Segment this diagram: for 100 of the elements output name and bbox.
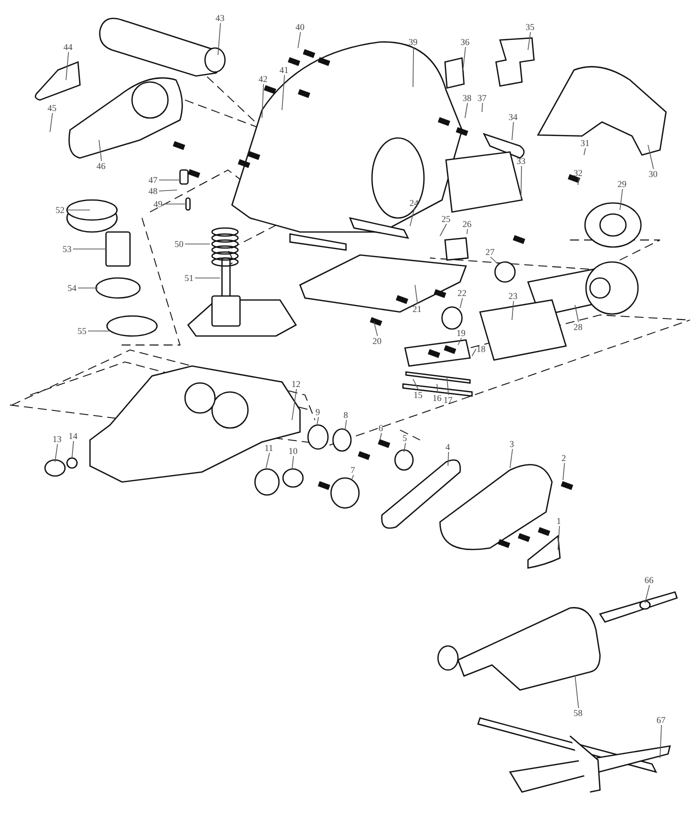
- leader-line: [574, 674, 579, 708]
- callout-number: 34: [508, 112, 518, 122]
- callout-number: 2: [560, 453, 567, 463]
- leader-line: [292, 456, 294, 470]
- leader-line: [512, 122, 514, 140]
- callout-number: 42: [258, 74, 268, 84]
- leader-line: [520, 166, 522, 198]
- leader-line: [380, 432, 382, 440]
- callout-number: 19: [456, 328, 466, 338]
- leader-line: [374, 322, 378, 336]
- callout-number: 25: [440, 214, 452, 224]
- callout-number: 22: [456, 288, 468, 298]
- leader-line: [66, 52, 69, 80]
- callout-number: 15: [412, 390, 424, 400]
- callout-number: 14: [68, 431, 78, 441]
- callout-number: 32: [572, 168, 584, 178]
- callout-number: 50: [174, 239, 184, 249]
- callout-number: 58: [572, 708, 584, 718]
- callout-number: 4: [444, 442, 451, 452]
- callout-number: 52: [54, 205, 66, 215]
- callout-number: 51: [184, 273, 194, 283]
- leader-line: [558, 526, 560, 550]
- callout-number: 28: [572, 322, 584, 332]
- leader-line: [410, 208, 415, 226]
- callout-number: 43: [214, 13, 226, 23]
- callout-number: 18: [476, 344, 486, 354]
- callout-number: 27: [484, 247, 496, 257]
- leader-line: [344, 420, 347, 430]
- callout-number: 17: [442, 395, 454, 405]
- callout-number: 46: [96, 161, 106, 171]
- leader-line: [72, 440, 74, 458]
- callout-number: 20: [372, 336, 382, 346]
- callout-number: 37: [476, 93, 488, 103]
- callout-number: 48: [148, 186, 158, 196]
- leader-line: [660, 724, 662, 758]
- callout-number: 13: [52, 434, 62, 444]
- leader-line: [50, 112, 53, 132]
- leader-line: [266, 452, 270, 468]
- callout-number: 1: [556, 516, 562, 526]
- leader-line: [72, 248, 106, 250]
- leader-line: [464, 102, 468, 118]
- callout-number: 21: [412, 304, 422, 314]
- callout-number: 5: [402, 433, 408, 443]
- leader-line: [54, 444, 58, 462]
- leader-line: [644, 584, 650, 604]
- leader-line: [460, 298, 463, 308]
- leader-line: [462, 46, 466, 70]
- callout-number: 31: [580, 138, 590, 148]
- callout-number: 26: [462, 219, 472, 229]
- leader-line: [482, 102, 483, 112]
- leader-line: [620, 188, 623, 210]
- leader-line: [98, 140, 102, 162]
- leader-line: [448, 452, 449, 466]
- leader-line: [412, 46, 414, 88]
- callout-number: 7: [350, 465, 356, 475]
- callout-number: 49: [152, 199, 164, 209]
- callout-number: 36: [460, 37, 470, 47]
- callout-number: 9: [314, 407, 321, 417]
- callout-number: 8: [342, 410, 349, 420]
- callout-number: 12: [290, 379, 302, 389]
- leader-line: [574, 304, 579, 322]
- leader-line: [440, 224, 447, 236]
- callout-number: 33: [516, 156, 526, 166]
- leader-line: [404, 442, 406, 452]
- callout-number: 39: [408, 37, 418, 47]
- callout-number: 66: [644, 575, 654, 585]
- callout-number: 53: [62, 244, 72, 254]
- leader-line: [562, 462, 565, 480]
- callout-number: 35: [524, 22, 536, 32]
- callout-number: 23: [508, 291, 518, 301]
- leader-line: [490, 256, 498, 264]
- callout-number: 40: [294, 22, 306, 32]
- leader-line: [218, 22, 221, 56]
- leader-line: [292, 388, 297, 420]
- callout-number: 16: [432, 393, 442, 403]
- leader-line: [298, 32, 301, 48]
- leader-line: [88, 330, 110, 332]
- leader-line: [512, 300, 514, 320]
- callout-number: 55: [76, 326, 88, 336]
- callout-number: 6: [378, 423, 384, 433]
- callout-number: 3: [508, 439, 515, 449]
- leader-line: [466, 228, 468, 234]
- callout-number: 10: [288, 446, 298, 456]
- leader-line: [414, 284, 418, 304]
- callout-number: 11: [264, 443, 274, 453]
- leader-line: [578, 178, 579, 186]
- leader-line: [412, 378, 419, 390]
- leader-line: [282, 74, 285, 110]
- leader-line: [436, 384, 438, 394]
- leader-line: [262, 84, 264, 118]
- callout-number: 45: [46, 103, 58, 113]
- callout-number: 47: [148, 175, 158, 185]
- callout-number: 54: [66, 283, 78, 293]
- callout-number: 44: [62, 42, 74, 52]
- callout-number: 24: [408, 198, 420, 208]
- callout-number: 67: [656, 715, 666, 725]
- callout-number: 38: [462, 93, 472, 103]
- leader-line: [352, 474, 354, 480]
- leader-line: [584, 148, 586, 156]
- leader-line: [510, 448, 513, 468]
